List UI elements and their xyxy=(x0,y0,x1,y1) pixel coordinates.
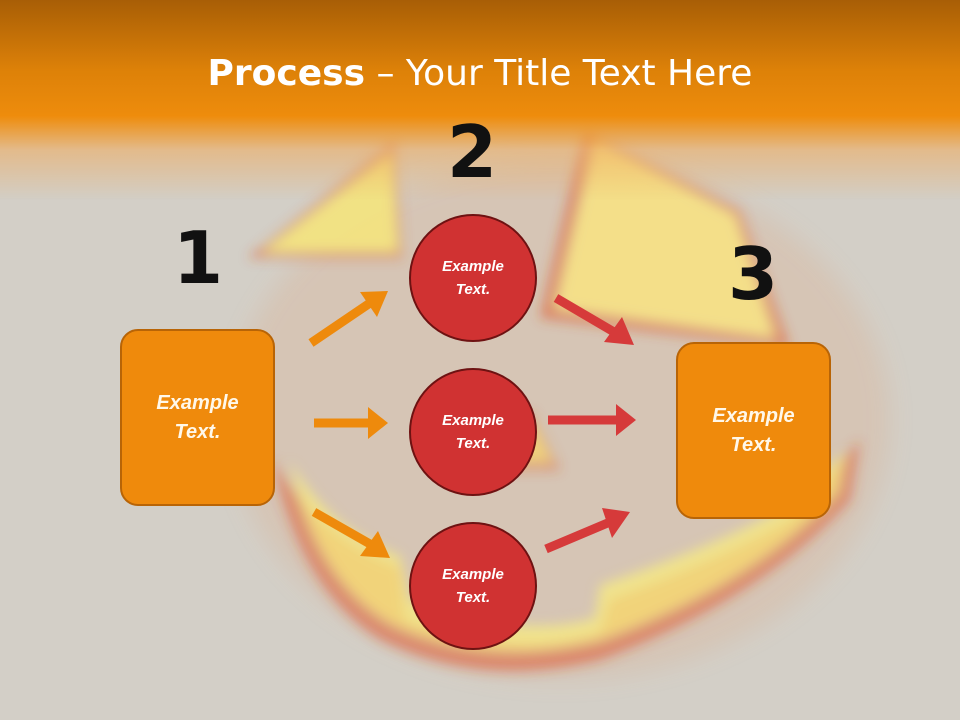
step-number-1: 1 xyxy=(172,216,224,300)
left-box-text: Example Text. xyxy=(156,391,239,443)
circle-top: Example Text. xyxy=(409,214,537,342)
left-process-box: Example Text. xyxy=(120,329,275,506)
right-box-text: Example Text. xyxy=(712,404,795,456)
step-number-3: 3 xyxy=(727,232,779,316)
arrow-left-to-middle xyxy=(314,407,388,439)
step-number-2: 2 xyxy=(446,110,498,194)
right-process-box: Example Text. xyxy=(676,342,831,519)
title-bold: Process xyxy=(207,53,366,94)
arrow-top-to-right xyxy=(553,294,634,345)
title-band xyxy=(0,0,960,200)
arrow-bottom-to-right xyxy=(544,508,630,554)
arrow-middle-to-right xyxy=(548,404,636,436)
arrow-left-to-bottom xyxy=(311,508,390,558)
circle-top-text: Example Text. xyxy=(442,258,504,298)
title-rest: – Your Title Text Here xyxy=(365,53,753,94)
circle-middle: Example Text. xyxy=(409,368,537,496)
arrow-left-to-top xyxy=(308,291,388,347)
circle-middle-text: Example Text. xyxy=(442,412,504,452)
circle-bottom: Example Text. xyxy=(409,522,537,650)
slide-title: Process – Your Title Text Here xyxy=(0,52,960,96)
circle-bottom-text: Example Text. xyxy=(442,566,504,606)
